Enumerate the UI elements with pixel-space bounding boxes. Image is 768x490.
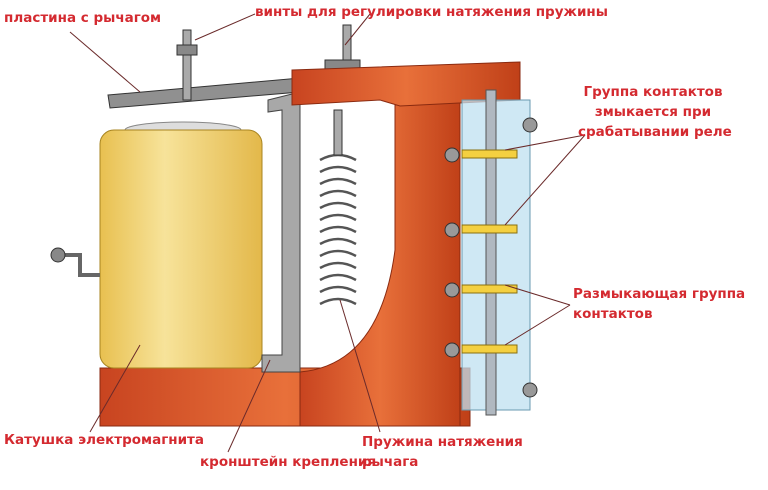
leader-lines [69,13,586,453]
bracket [261,91,301,373]
label-bracket: кронштейн крепления [200,454,377,470]
label-coil: Катушка электромагнита [4,432,204,448]
label-line: срабатывании реле [578,124,732,140]
label-line: контактов [573,306,653,322]
coil [99,129,263,369]
label-line: рычага [362,454,419,470]
spring [319,153,357,306]
label-spring: Пружина натяжения рычага [362,432,523,472]
armature-lever [291,61,521,107]
contacts [461,149,518,354]
label-line: Пружина натяжения [362,434,523,450]
label-closing-contacts: Группа контактов змыкается при срабатыва… [578,82,732,142]
label-line: Группа контактов [583,84,723,100]
label-opening-contacts: Размыкающая группа контактов [573,284,745,324]
label-line: Размыкающая группа [573,286,746,302]
label-plate: пластина с рычагом [4,10,162,26]
label-screws: винты для регулировки натяжения пружины [255,4,608,20]
frame-column [299,99,461,427]
label-line: змыкается при [594,104,712,120]
